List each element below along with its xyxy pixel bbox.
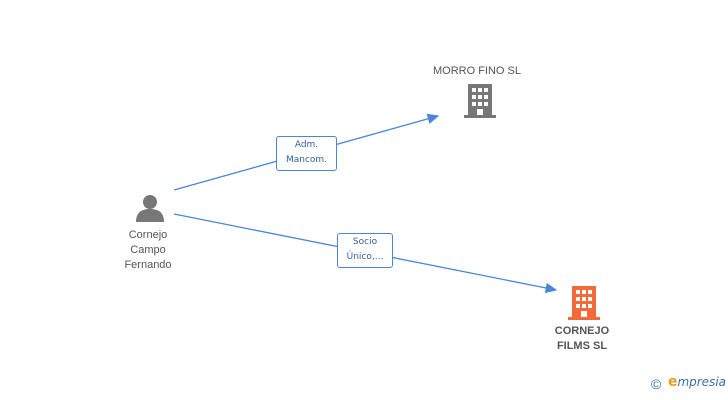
brand-name: mpresia [677, 375, 726, 389]
company-name-cornejo-films[interactable]: CORNEJO FILMS SL [554, 325, 610, 352]
company-name-morro-fino[interactable]: MORRO FINO SL [432, 65, 521, 77]
copyright-icon: © [651, 376, 662, 392]
person-icon[interactable] [134, 193, 166, 228]
building-icon[interactable] [464, 84, 496, 123]
empresia-logo[interactable]: empresia [668, 374, 726, 390]
edge-label-socio-unico: Socio Único,... [337, 233, 393, 268]
building-icon[interactable] [568, 286, 600, 325]
person-name[interactable]: Cornejo Campo Fernando [124, 229, 172, 271]
brand-initial: e [667, 374, 678, 390]
edge-label-adm-mancom: Adm. Mancom. [276, 136, 337, 171]
